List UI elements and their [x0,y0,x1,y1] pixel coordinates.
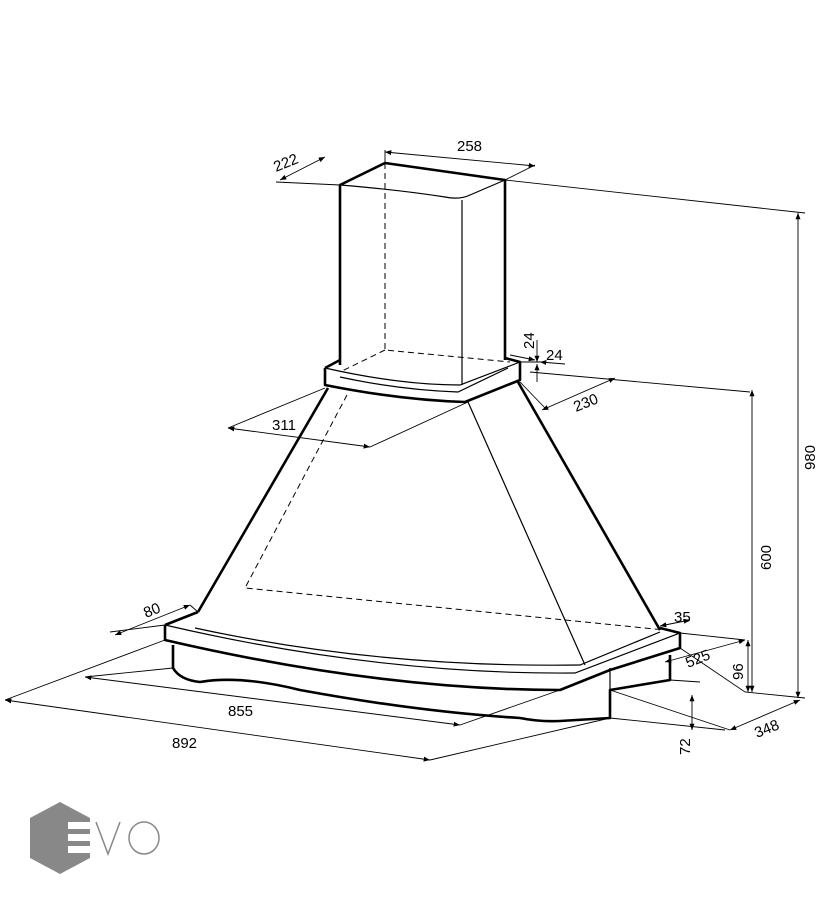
dim-label-96: 96 [730,663,747,680]
dim-label-80: 80 [141,600,163,622]
chimney [338,161,511,385]
dim-label-311: 311 [272,417,296,434]
dim-label-258: 258 [457,138,482,155]
evo-logo [30,802,160,874]
collar [323,356,522,404]
dim-label-24-vertical: 24 [521,332,538,349]
dim-label-980: 980 [802,445,819,470]
hood-body [196,381,666,666]
dim-label-600: 600 [758,545,775,570]
extension-lines [4,150,806,761]
dimension-lines [4,150,801,762]
dim-label-348: 348 [752,717,782,742]
dim-label-230: 230 [571,391,601,416]
dim-label-35: 35 [674,609,691,626]
dim-label-24-horizontal: 24 [546,347,563,364]
dim-label-892: 892 [172,735,197,752]
dim-label-72: 72 [677,738,694,755]
dim-label-855: 855 [228,703,253,720]
